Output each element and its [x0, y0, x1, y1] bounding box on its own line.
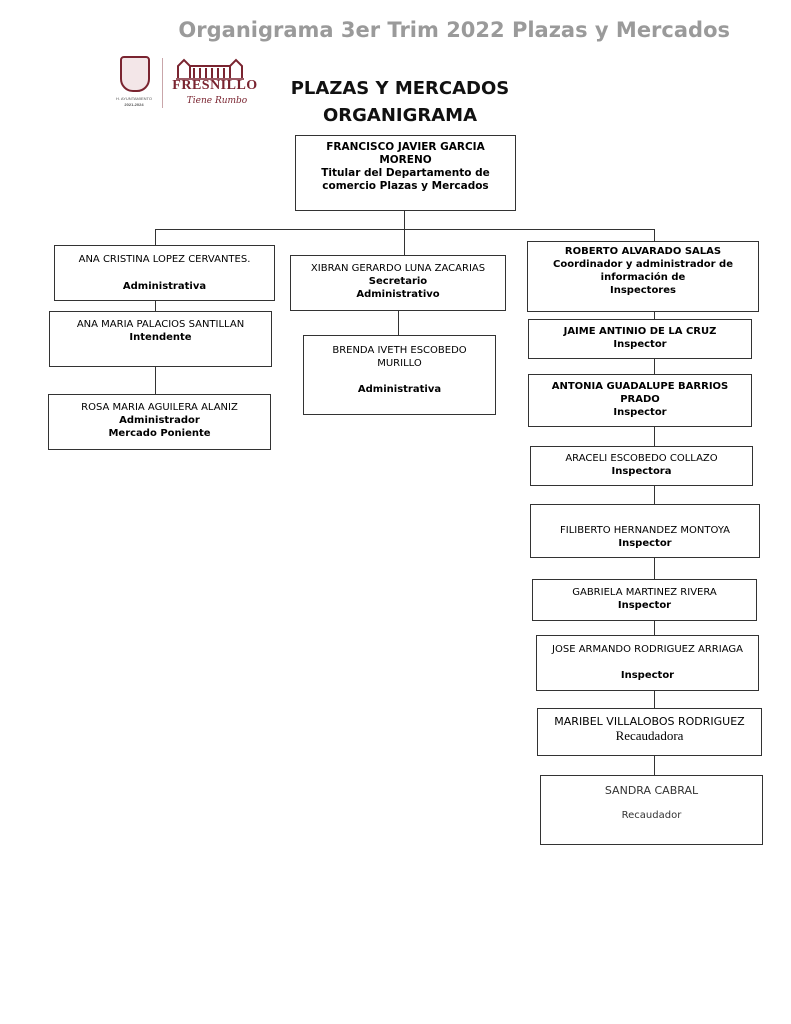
- node-role-1: Administrador: [119, 415, 200, 426]
- node-name-2: MURILLO: [377, 358, 422, 369]
- node-role: Intendente: [129, 332, 192, 343]
- org-node-right-1: ROBERTO ALVARADO SALAS Coordinador y adm…: [527, 241, 759, 312]
- node-role: Administrativa: [122, 281, 207, 292]
- node-name: SANDRA CABRAL: [604, 784, 699, 797]
- node-name-1: ANTONIA GUADALUPE BARRIOS: [551, 381, 729, 392]
- connector-center-1-2: [398, 311, 400, 335]
- org-node-left-2: ANA MARIA PALACIOS SANTILLAN Intendente: [49, 311, 272, 367]
- node-role-1: Secretario: [368, 276, 428, 287]
- node-name: FILIBERTO HERNANDEZ MONTOYA: [560, 525, 730, 536]
- connector-right-drop: [654, 229, 656, 241]
- node-role: Inspectora: [611, 466, 672, 477]
- connector-center-drop: [404, 229, 406, 255]
- head-role-1: Titular del Departamento de: [321, 167, 490, 179]
- logo-divider: [162, 58, 163, 108]
- node-role: Administrativa: [357, 384, 442, 395]
- crest-text-1: H. AYUNTAMIENTO: [115, 96, 152, 101]
- chart-heading-2: ORGANIGRAMA: [322, 105, 478, 126]
- org-node-center-2: BRENDA IVETH ESCOBEDO MURILLO Administra…: [303, 335, 496, 415]
- org-node-right-3: ANTONIA GUADALUPE BARRIOS PRADO Inspecto…: [528, 374, 752, 427]
- head-name-1: FRANCISCO JAVIER GARCIA: [326, 141, 485, 153]
- node-role: Inspector: [617, 600, 672, 611]
- org-node-left-1: ANA CRISTINA LOPEZ CERVANTES. Administra…: [54, 245, 275, 301]
- node-role-2: información de: [600, 272, 686, 283]
- node-name: XIBRAN GERARDO LUNA ZACARIAS: [310, 263, 486, 274]
- connector-left-drop: [155, 229, 157, 245]
- node-role: Inspector: [618, 538, 672, 549]
- org-node-head: FRANCISCO JAVIER GARCIA MORENO Titular d…: [295, 135, 516, 211]
- node-role: Inspector: [613, 407, 667, 418]
- org-node-right-7: JOSE ARMANDO RODRIGUEZ ARRIAGA Inspector: [536, 635, 759, 691]
- head-name-2: MORENO: [379, 154, 432, 166]
- node-role: Recaudador: [621, 810, 682, 821]
- node-role: Recaudadora: [615, 728, 684, 743]
- node-role-2: Administrativo: [356, 289, 440, 300]
- node-role: Inspector: [613, 339, 667, 350]
- connector-left-2-3: [155, 366, 157, 394]
- org-node-left-3: ROSA MARIA AGUILERA ALANIZ Administrador…: [48, 394, 271, 450]
- node-name: ANA MARIA PALACIOS SANTILLAN: [76, 319, 245, 330]
- node-name-1: BRENDA IVETH ESCOBEDO: [332, 345, 467, 356]
- logo-tagline: Tiene Rumbo: [186, 96, 248, 106]
- node-role: Inspector: [620, 670, 675, 681]
- node-role-2: Mercado Poniente: [108, 428, 211, 439]
- node-name: JAIME ANTINIO DE LA CRUZ: [563, 326, 717, 337]
- node-role-3: Inspectores: [610, 285, 676, 296]
- org-node-right-6: GABRIELA MARTINEZ RIVERA Inspector: [532, 579, 757, 621]
- chart-heading-1: PLAZAS Y MERCADOS: [290, 78, 510, 99]
- crest-text-2: 2021-2024: [124, 102, 144, 107]
- org-node-right-5: FILIBERTO HERNANDEZ MONTOYA Inspector: [530, 504, 760, 558]
- crest-icon: H. AYUNTAMIENTO 2021-2024: [112, 52, 156, 114]
- node-name: ROBERTO ALVARADO SALAS: [564, 246, 722, 257]
- node-name: GABRIELA MARTINEZ RIVERA: [572, 587, 717, 598]
- building-icon: [176, 58, 244, 80]
- org-node-right-8: MARIBEL VILLALOBOS RODRIGUEZ Recaudadora: [537, 708, 762, 756]
- fresnillo-logo: H. AYUNTAMIENTO 2021-2024 FRESNILLO Tien…: [112, 52, 262, 114]
- head-role-2: comercio Plazas y Mercados: [322, 180, 489, 192]
- document-title: Organigrama 3er Trim 2022 Plazas y Merca…: [178, 18, 730, 42]
- org-node-right-4: ARACELI ESCOBEDO COLLAZO Inspectora: [530, 446, 753, 486]
- org-node-right-9: SANDRA CABRAL Recaudador: [540, 775, 763, 845]
- node-name-2: PRADO: [620, 394, 660, 405]
- logo-name: FRESNILLO: [172, 78, 258, 93]
- node-name: ARACELI ESCOBEDO COLLAZO: [565, 453, 718, 464]
- node-name: JOSE ARMANDO RODRIGUEZ ARRIAGA: [552, 644, 743, 655]
- node-name: ANA CRISTINA LOPEZ CERVANTES.: [78, 254, 251, 265]
- node-name: ROSA MARIA AGUILERA ALANIZ: [81, 402, 238, 413]
- connector-left-1-2: [155, 299, 157, 311]
- node-name: MARIBEL VILLALOBOS RODRIGUEZ: [554, 715, 745, 728]
- org-node-center-1: XIBRAN GERARDO LUNA ZACARIAS Secretario …: [290, 255, 506, 311]
- org-node-right-2: JAIME ANTINIO DE LA CRUZ Inspector: [528, 319, 752, 359]
- node-role-1: Coordinador y administrador de: [553, 259, 733, 270]
